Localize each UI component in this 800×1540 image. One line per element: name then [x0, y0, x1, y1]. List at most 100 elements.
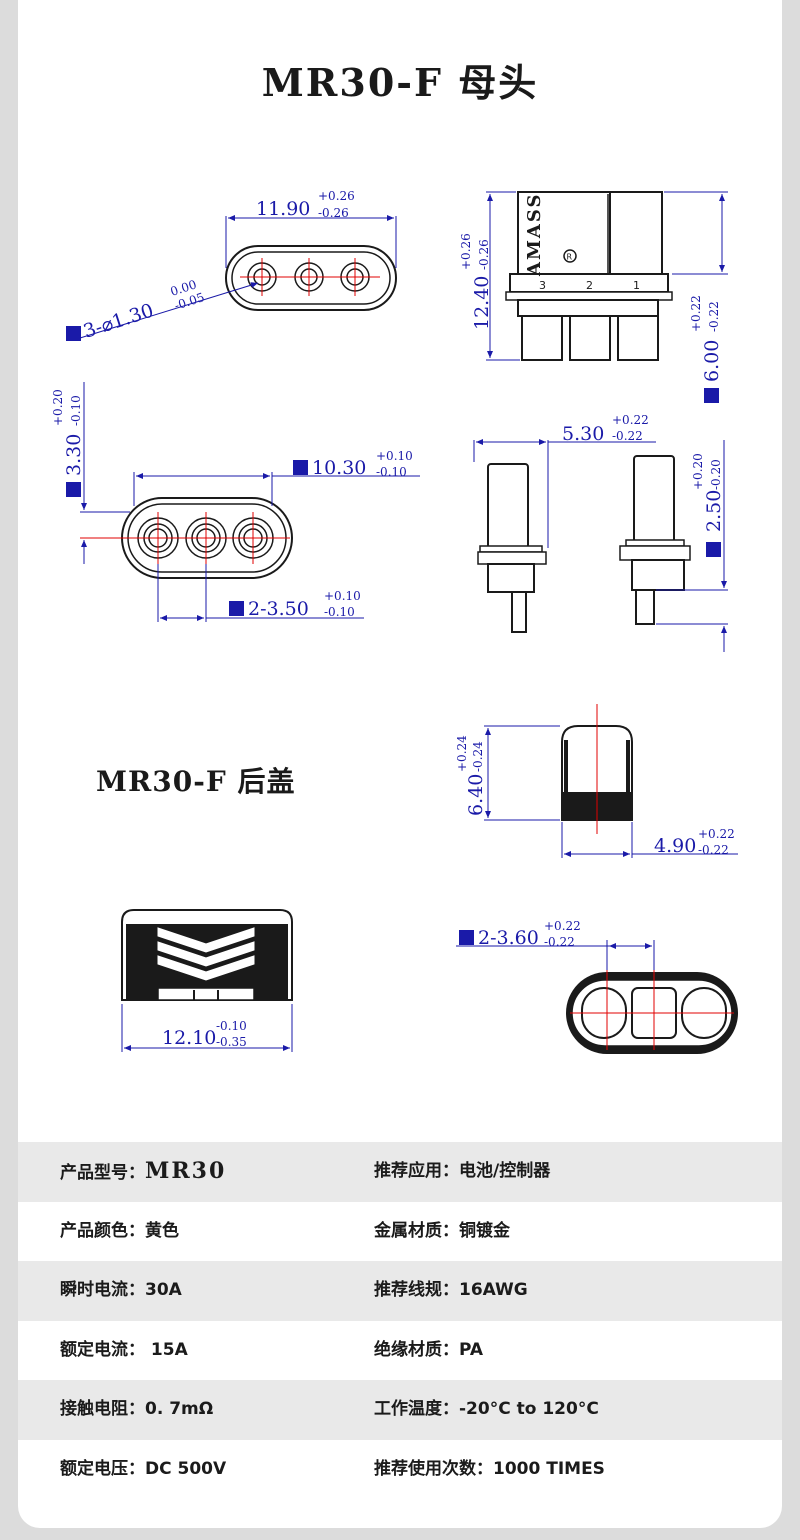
dim-pin-len: 6.00: [701, 340, 723, 382]
dim-top-width: 11.90: [256, 198, 310, 220]
spec-left: 额定电压：DC 500V: [60, 1440, 226, 1500]
spec-label: 推荐线规：: [374, 1280, 459, 1300]
dim-marker: [706, 542, 721, 557]
spec-right: 推荐线规：16AWG: [374, 1261, 528, 1321]
spec-label: 工作温度：: [374, 1399, 459, 1419]
dim-marker: [704, 388, 719, 403]
spec-label: 额定电流：: [60, 1339, 145, 1360]
dim-cap-height-tol-plus: +0.24: [455, 735, 469, 772]
dim-cap-width-tol-plus: +0.22: [698, 827, 735, 841]
dim-cap-pitch: 2-3.60: [478, 927, 539, 949]
side-view-top: R: [486, 191, 728, 361]
dim-pitch-tol-plus: +0.10: [324, 589, 361, 603]
dim-height-tol-plus: +0.26: [459, 233, 473, 270]
pin-number-3: 3: [539, 279, 546, 292]
spec-value: -20°C to 120°C: [459, 1399, 599, 1419]
spec-right: 推荐使用次数：1000 TIMES: [374, 1440, 605, 1500]
page-title: MR30-F 母头: [261, 60, 539, 105]
dim-marker: [293, 460, 308, 475]
spec-row: 产品型号：MR30 推荐应用：电池/控制器: [18, 1142, 782, 1202]
spec-value: 电池/控制器: [459, 1161, 551, 1181]
dim-marker: [66, 482, 81, 497]
spec-left: 产品型号：MR30: [60, 1142, 226, 1202]
section-title-rear-cover: MR30-F 后盖: [96, 765, 296, 798]
spec-table: 产品型号：MR30 推荐应用：电池/控制器 产品颜色：黄色 金属材质：铜镀金 瞬…: [18, 1142, 782, 1499]
dim-face-height-tol-minus: -0.10: [69, 395, 83, 426]
dim-marker: [66, 326, 81, 341]
spec-row: 瞬时电流：30A 推荐线规：16AWG: [18, 1261, 782, 1321]
dim-side-pin-tol-plus: +0.20: [691, 453, 705, 490]
dim-cap-length-tol-plus: -0.10: [216, 1019, 247, 1033]
dim-face-height-tol-plus: +0.20: [51, 389, 65, 426]
dim-marker: [459, 930, 474, 945]
dim-cap-height-tol-minus: -0.24: [471, 741, 485, 772]
spec-left: 额定电流： 15A: [60, 1321, 188, 1381]
face-view-middle: [80, 382, 420, 622]
dim-cap-length: 12.10: [162, 1027, 216, 1049]
spec-label: 金属材质：: [374, 1220, 459, 1241]
pin-number-2: 2: [586, 279, 593, 292]
spec-right: 金属材质：铜镀金: [374, 1202, 510, 1262]
face-view-top: [79, 215, 397, 339]
spec-left: 接触电阻：0. 7mΩ: [60, 1380, 213, 1440]
dim-marker: [229, 601, 244, 616]
svg-text:R: R: [567, 253, 573, 262]
dim-side-width-tol-minus: -0.22: [612, 429, 643, 443]
cap-side-view: [484, 704, 738, 858]
spec-label: 接触电阻：: [60, 1399, 145, 1419]
dim-side-pin: 2.50: [703, 490, 725, 532]
dim-face-width: 10.30: [312, 457, 366, 479]
spec-row: 产品颜色：黄色 金属材质：铜镀金: [18, 1201, 782, 1262]
spec-value: 15A: [145, 1339, 188, 1360]
spec-value: 30A: [145, 1280, 182, 1300]
dim-pin-len-tol-plus: +0.22: [689, 295, 703, 332]
dim-side-width: 5.30: [562, 423, 604, 445]
spec-label: 推荐使用次数：: [374, 1458, 493, 1479]
dim-cap-pitch-tol-minus: -0.22: [544, 935, 575, 949]
spec-value: 1000 TIMES: [493, 1458, 605, 1479]
spec-value: 黄色: [145, 1220, 179, 1241]
spec-label: 产品型号：: [60, 1163, 145, 1183]
dim-cap-length-tol-minus: -0.35: [216, 1035, 247, 1049]
dim-height: 12.40: [471, 276, 493, 330]
dim-pin-len-tol-minus: -0.22: [707, 301, 721, 332]
spec-label: 额定电压：: [60, 1458, 145, 1479]
dim-pitch-tol-minus: -0.10: [324, 605, 355, 619]
dim-side-width-tol-plus: +0.22: [612, 413, 649, 427]
dim-pitch: 2-3.50: [248, 598, 309, 620]
dim-top-width-tol-minus: -0.26: [318, 206, 349, 220]
pin-number-1: 1: [633, 279, 640, 292]
spec-value: 铜镀金: [459, 1220, 510, 1241]
spec-value: PA: [459, 1339, 484, 1360]
spec-right: 推荐应用：电池/控制器: [374, 1142, 550, 1202]
spec-left: 产品颜色：黄色: [60, 1202, 179, 1262]
spec-label: 瞬时电流：: [60, 1280, 145, 1300]
spec-label: 产品颜色：: [60, 1220, 145, 1241]
dim-height-tol-minus: -0.26: [477, 239, 491, 270]
technical-drawing: 11.90 +0.26 -0.26 3-⌀1.30 0.00 -0.05 R A…: [51, 189, 738, 1054]
cap-bottom-view: [456, 940, 738, 1054]
spec-row: 接触电阻：0. 7mΩ 工作温度：-20°C to 120°C: [18, 1380, 782, 1440]
spec-right: 工作温度：-20°C to 120°C: [374, 1380, 599, 1440]
dim-cap-height: 6.40: [465, 774, 487, 816]
dim-face-width-tol-plus: +0.10: [376, 449, 413, 463]
dim-face-height: 3.30: [63, 434, 85, 476]
spec-left: 瞬时电流：30A: [60, 1261, 182, 1321]
spec-value: 0. 7mΩ: [145, 1399, 214, 1419]
housing-mark: AMASS: [524, 193, 545, 277]
dim-holes: 3-⌀1.30: [81, 300, 157, 343]
cap-front-view: [121, 909, 293, 1052]
spec-label: 绝缘材质：: [374, 1339, 459, 1360]
spec-right: 绝缘材质：PA: [374, 1321, 483, 1381]
pin-side-views: [473, 439, 728, 652]
dim-top-width-tol-plus: +0.26: [318, 189, 355, 203]
dim-cap-width: 4.90: [654, 835, 696, 857]
spec-row: 额定电压：DC 500V 推荐使用次数：1000 TIMES: [18, 1439, 782, 1500]
dim-cap-width-tol-minus: -0.22: [698, 843, 729, 857]
spec-value: DC 500V: [145, 1458, 227, 1479]
spec-label: 推荐应用：: [374, 1161, 459, 1181]
dim-cap-pitch-tol-plus: +0.22: [544, 919, 581, 933]
spec-value-model: MR30: [145, 1158, 227, 1184]
dim-side-pin-tol-minus: -0.20: [709, 459, 723, 490]
dim-face-width-tol-minus: -0.10: [376, 465, 407, 479]
